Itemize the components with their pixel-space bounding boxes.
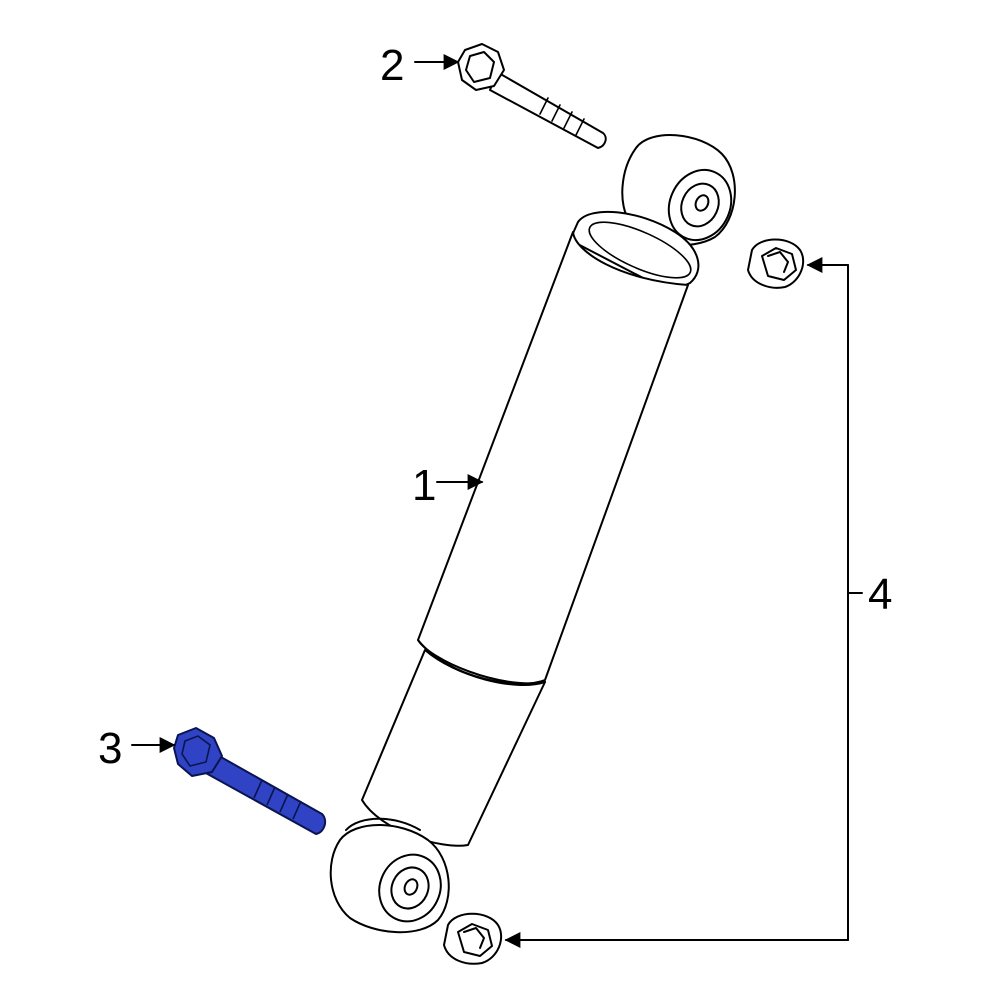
callout-1: 1 (412, 461, 436, 510)
shock-lower-tube (361, 649, 546, 847)
callout-3: 3 (98, 724, 122, 773)
shock-dust-cap (569, 210, 700, 293)
callout-4: 4 (868, 570, 892, 619)
upper-nut[interactable] (747, 238, 805, 289)
leader-lines (131, 54, 863, 948)
lower-bolt[interactable] (173, 727, 327, 835)
callout-2: 2 (380, 41, 404, 90)
shock-upper-eye (621, 134, 736, 246)
shock-absorber[interactable] (329, 134, 743, 934)
lower-nut[interactable] (443, 912, 503, 965)
upper-bolt[interactable] (457, 43, 607, 149)
shock-body (417, 231, 689, 685)
shock-lower-eye (329, 817, 450, 934)
